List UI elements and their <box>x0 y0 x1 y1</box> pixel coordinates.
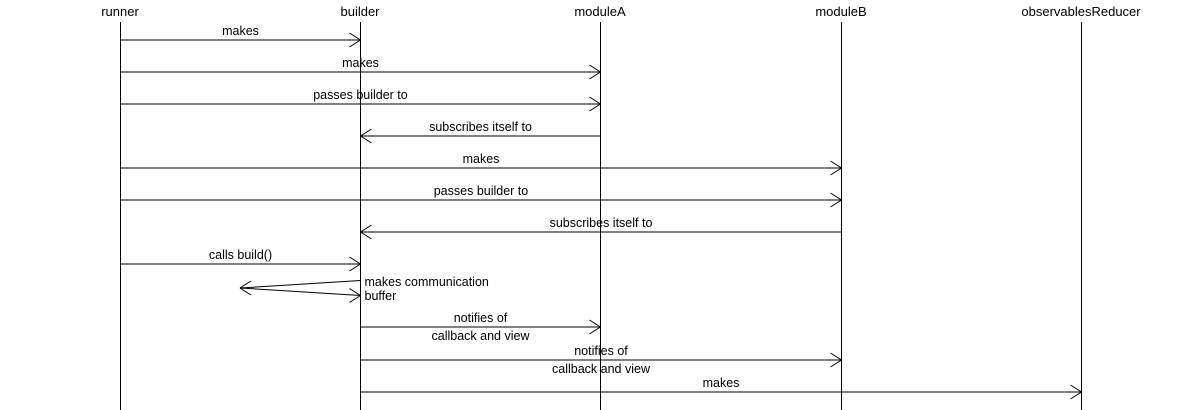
self-message-loop <box>239 280 361 296</box>
message-12[interactable]: makes <box>360 376 1082 400</box>
lifelines-layer <box>120 22 1082 410</box>
arrow-head-12 <box>1070 384 1082 400</box>
message-label-9: makes communication <box>365 275 489 289</box>
participant-label-moduleB[interactable]: moduleB <box>815 4 866 19</box>
messages-layer: makes makes passes builder to subscribes it… <box>120 24 1082 400</box>
message-4[interactable]: subscribes itself to <box>360 120 601 144</box>
message-label-4: subscribes itself to <box>429 120 532 134</box>
message-label-1: makes <box>222 24 259 38</box>
message-label-12: makes <box>703 376 740 390</box>
message-1[interactable]: makes <box>120 24 361 48</box>
message-label-11: notifies of <box>574 344 628 358</box>
arrow-head-7 <box>360 224 372 240</box>
arrow-head-3 <box>589 96 601 112</box>
participant-label-builder[interactable]: builder <box>340 4 380 19</box>
message-label2-11: callback and view <box>552 362 651 376</box>
arrow-head-5 <box>830 160 842 176</box>
message-7[interactable]: subscribes itself to <box>360 216 842 240</box>
arrow-head-9a <box>239 280 252 296</box>
participant-labels-layer: runner builder moduleA moduleB observablesRe… <box>101 4 1141 19</box>
participant-label-moduleA[interactable]: moduleA <box>574 4 626 19</box>
message-label-10: notifies of <box>454 311 508 325</box>
arrow-head-4 <box>360 128 372 144</box>
message-label-5: makes <box>463 152 500 166</box>
message-label-6: passes builder to <box>434 184 529 198</box>
message-6[interactable]: passes builder to <box>120 184 842 208</box>
message-label-3: passes builder to <box>313 88 408 102</box>
participant-label-runner[interactable]: runner <box>101 4 139 19</box>
arrow-head-8 <box>349 256 361 272</box>
message-5[interactable]: makes <box>120 152 842 176</box>
arrow-head-1 <box>349 32 361 48</box>
message-8[interactable]: calls build() <box>120 248 361 272</box>
arrow-head-6 <box>830 192 842 208</box>
message-label-7: subscribes itself to <box>550 216 653 230</box>
message-10[interactable]: notifies of callback and view <box>360 311 601 343</box>
message-2[interactable]: makes <box>120 56 601 80</box>
message-label-2: makes <box>342 56 379 70</box>
message-label-8: calls build() <box>209 248 272 262</box>
arrow-head-10 <box>589 319 601 335</box>
message-label2-9: buffer <box>365 289 397 303</box>
participant-label-observablesReducer[interactable]: observablesReducer <box>1021 4 1141 19</box>
arrow-head-11 <box>830 352 842 368</box>
message-3[interactable]: passes builder to <box>120 88 601 112</box>
message-11[interactable]: notifies of callback and view <box>360 344 842 376</box>
arrow-head-2 <box>589 64 601 80</box>
arrow-head-9b <box>349 288 361 303</box>
message-label2-10: callback and view <box>432 329 531 343</box>
